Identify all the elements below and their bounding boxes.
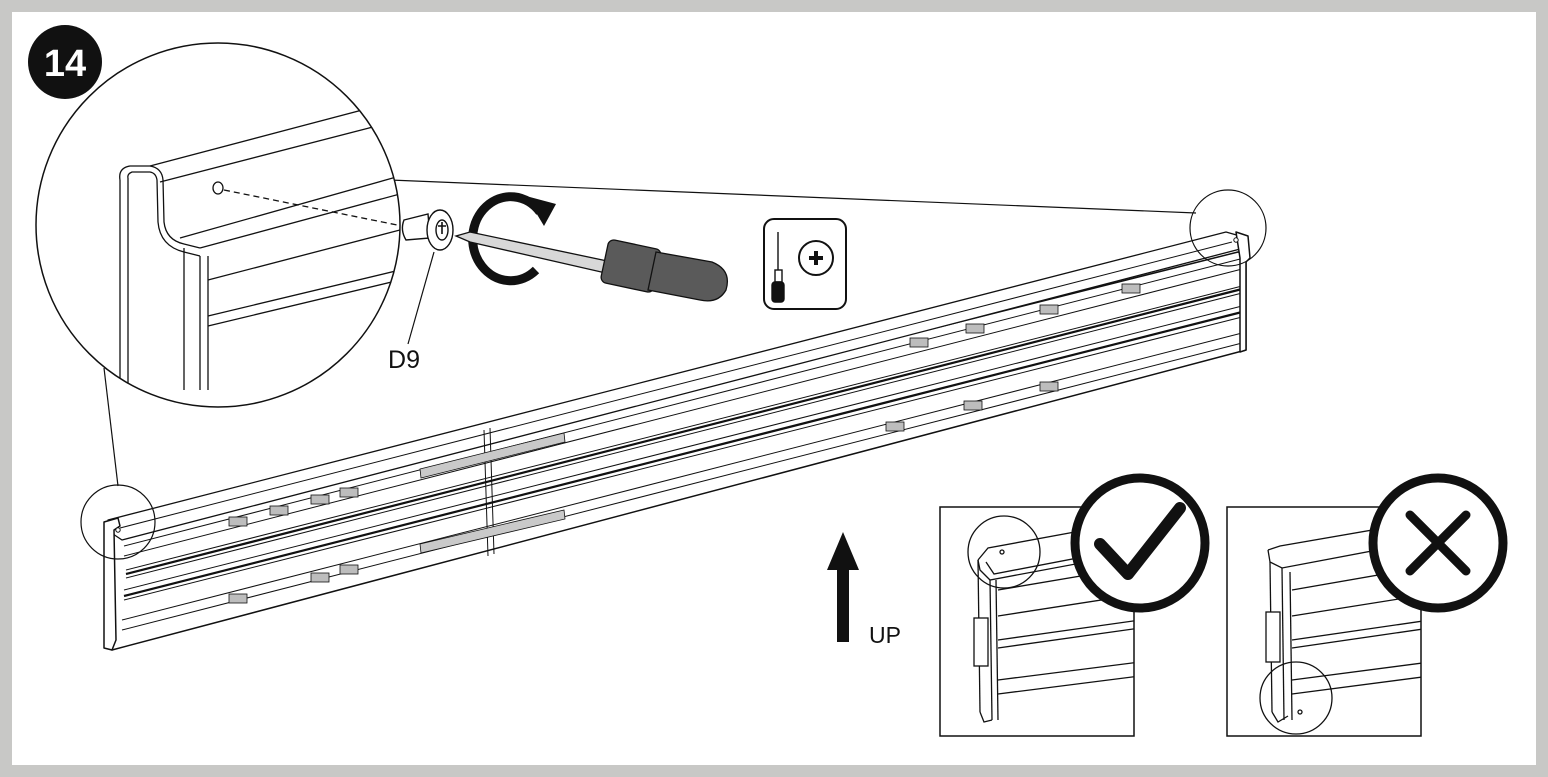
step-number: 14: [44, 43, 86, 85]
tool-box: [763, 218, 847, 310]
screw-d9-icon: [401, 209, 454, 251]
screwdriver-icon: [454, 231, 729, 302]
phillips-screwdriver-icon: [771, 232, 834, 303]
part-label: D9: [388, 346, 420, 374]
direction-label: UP: [869, 622, 901, 648]
step-badge: 14: [28, 25, 102, 99]
part-leader-line: [407, 251, 435, 345]
rail-clips: [228, 283, 1141, 604]
checkmark-icon: [1070, 473, 1210, 613]
zoom-connector-lines: [103, 179, 1197, 487]
up-arrow-icon: [827, 532, 859, 642]
detail-markers: [80, 189, 1267, 560]
rail-right-end: [1235, 231, 1251, 353]
zoom-detail: [35, 42, 401, 408]
rail-left-end: [103, 517, 121, 651]
connector-strips: [419, 432, 566, 554]
cross-icon: [1368, 473, 1508, 613]
